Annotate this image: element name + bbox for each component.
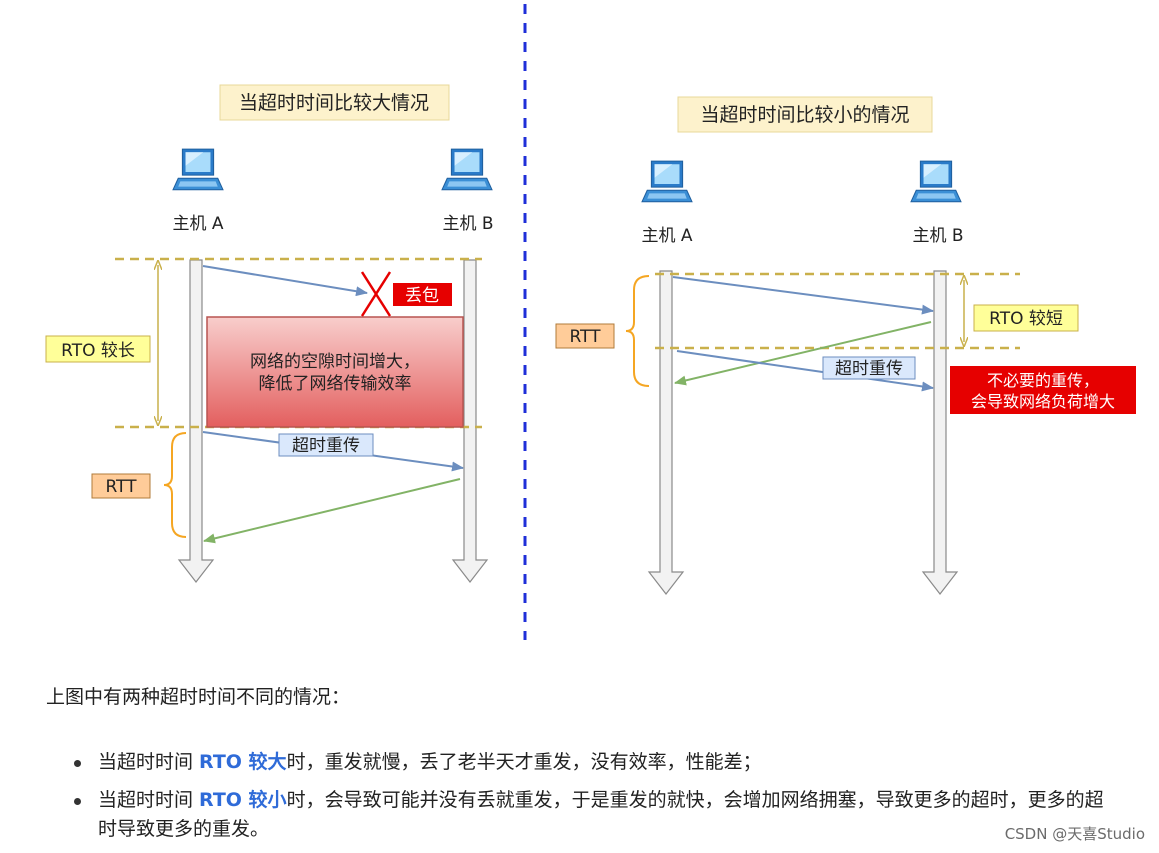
loss-badge: [393, 283, 452, 306]
right-rtt-brace: [625, 275, 650, 387]
right-panel: 当超时时间比较小的情况 主机 A 主机 B RTO 较短 超时重传 RTT 不必…: [555, 96, 1136, 595]
left-ack-arrow: [203, 478, 461, 544]
right-send-arrow: [672, 276, 934, 315]
keyword: RTO 较大: [199, 751, 287, 773]
bullet-list: 当超时时间 RTO 较大时，重发就慢，丢了老半天才重发，没有效率，性能差； 当超…: [72, 748, 1122, 853]
computer-icon: [172, 148, 224, 191]
left-rtt-label: RTT: [105, 477, 137, 497]
bullet-text: 当超时时间: [98, 751, 200, 773]
bullet-text: 时，会导致可能并没有丢就重发，于是重发的就快，会增加网络拥塞，导致更多的超时，更…: [98, 789, 1104, 840]
right-rto-label: RTO 较短: [989, 309, 1063, 329]
bullet-text: 时，重发就慢，丢了老半天才重发，没有效率，性能差；: [286, 751, 762, 773]
right-title-box: [677, 96, 933, 133]
left-rto-box: [45, 335, 151, 363]
computer-icon: [641, 160, 693, 203]
right-ack-arrow: [674, 321, 932, 386]
right-host-a-timeline: [647, 270, 685, 595]
left-retransmit-label: 超时重传: [292, 436, 360, 456]
bullet-text: 当超时时间: [98, 789, 200, 811]
right-retransmit-box: [822, 356, 916, 380]
left-panel: 当超时时间比较大情况 主机 A 主机 B RTO 较长 网络的空隙时间增大， 降…: [45, 84, 494, 583]
left-rto-label: RTO 较长: [61, 341, 135, 361]
right-rtt-box: [555, 323, 615, 349]
left-host-b-timeline: [451, 259, 489, 583]
list-item: 当超时时间 RTO 较大时，重发就慢，丢了老半天才重发，没有效率，性能差；: [72, 748, 1122, 777]
warning-text-line2: 会导致网络负荷增大: [971, 392, 1115, 411]
rto-diagram: 当超时时间比较大情况 主机 A 主机 B RTO 较长 网络的空隙时间增大， 降…: [45, 4, 1136, 640]
right-host-b-timeline: [921, 270, 959, 595]
cross-icon: [360, 271, 392, 317]
waste-text-line1: 网络的空隙时间增大，: [250, 352, 420, 372]
warning-text-line1: 不必要的重传，: [987, 371, 1099, 390]
description: 上图中有两种超时时间不同的情况：: [46, 686, 351, 708]
warning-box: [950, 366, 1136, 414]
left-rtt-box: [91, 473, 151, 499]
list-item: 当超时时间 RTO 较小时，会导致可能并没有丢就重发，于是重发的就快，会增加网络…: [72, 786, 1122, 844]
right-retransmit-arrow: [676, 350, 934, 392]
left-host-b-label: 主机 B: [442, 214, 493, 234]
computer-icon: [441, 148, 493, 191]
lost-packet-arrow: [202, 265, 368, 297]
computer-icon: [910, 160, 962, 203]
left-title-box: [219, 84, 450, 121]
left-retransmit-box: [278, 433, 374, 457]
right-rto-box: [973, 304, 1079, 332]
right-rtt-label: RTT: [569, 327, 601, 347]
right-host-a-label: 主机 A: [641, 226, 692, 246]
waste-box: [206, 316, 464, 428]
left-rtt-brace: [163, 432, 187, 538]
watermark: CSDN @天喜Studio: [1004, 825, 1145, 843]
right-title: 当超时时间比较小的情况: [700, 104, 909, 126]
waste-text-line2: 降低了网络传输效率: [259, 374, 412, 394]
left-host-a-label: 主机 A: [172, 214, 223, 234]
left-title: 当超时时间比较大情况: [239, 92, 429, 114]
keyword: RTO 较小: [199, 789, 287, 811]
right-host-b-label: 主机 B: [912, 226, 963, 246]
loss-label: 丢包: [405, 286, 439, 306]
right-retransmit-label: 超时重传: [835, 359, 903, 379]
left-host-a-timeline: [177, 259, 215, 583]
